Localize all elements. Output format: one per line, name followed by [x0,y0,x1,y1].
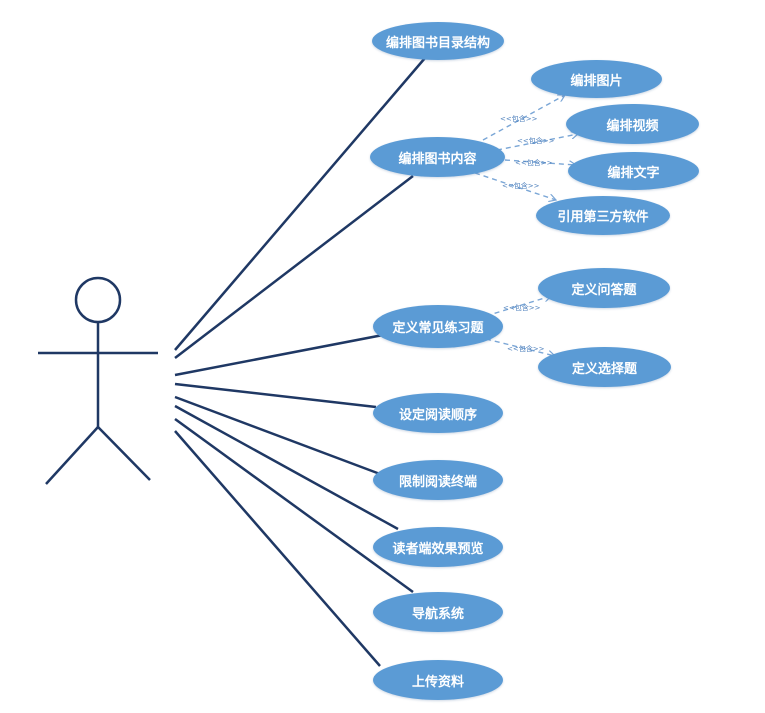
actor-head [74,276,122,324]
use-case-choice[interactable]: 定义选择题 [538,347,671,387]
use-case-reading-order[interactable]: 设定阅读顺序 [373,393,503,433]
use-case-text-label: 编排文字 [607,165,660,181]
actor [38,276,158,485]
include-arrow-video [496,134,578,151]
use-case-preview[interactable]: 读者端效果预览 [373,527,503,567]
include-label-qa: <<包含>> [503,303,541,312]
use-case-upload[interactable]: 上传资料 [373,660,503,700]
actor-right-leg [97,426,151,481]
associations [174,57,426,667]
association-content [174,175,414,359]
include-label-choice: <<包含>> [507,344,545,353]
use-case-toc-label: 编排图书目录结构 [385,35,490,51]
include-labels: <<包含>> <<包含>> <<包含>> <<包含>> <<包含>> <<包含>… [500,114,555,353]
use-case-upload-label: 上传资料 [411,674,464,690]
association-upload [174,430,381,667]
use-case-image-label: 编排图片 [570,73,623,89]
include-label-text: <<包含>> [515,158,553,167]
use-case-navigation[interactable]: 导航系统 [373,592,503,632]
use-case-video-label: 编排视频 [606,118,659,134]
use-case-restrict-terminal[interactable]: 限制阅读终端 [373,460,503,500]
include-arrow-qa [485,296,551,317]
use-case-video[interactable]: 编排视频 [566,104,699,144]
use-case-image[interactable]: 编排图片 [531,60,662,98]
association-preview [174,404,399,531]
use-case-content-label: 编排图书内容 [398,151,477,167]
association-exercises [174,333,384,377]
association-navigation [174,417,414,594]
use-case-choice-label: 定义选择题 [571,361,637,377]
use-case-text[interactable]: 编排文字 [568,152,699,190]
use-case-toc[interactable]: 编排图书目录结构 [372,22,504,60]
include-arrow-text [504,159,576,165]
include-arrow-image [482,95,565,141]
use-case-exercises[interactable]: 定义常见练习题 [373,305,503,348]
include-label-third-party: <<包含>> [502,181,540,190]
use-case-preview-label: 读者端效果预览 [392,541,484,557]
include-arrow-choice [485,338,555,356]
association-toc [174,57,426,351]
include-label-image: <<包含>> [500,114,538,123]
include-relations [474,95,578,356]
use-case-navigation-label: 导航系统 [411,606,464,622]
use-case-qa[interactable]: 定义问答题 [538,268,670,308]
use-case-qa-label: 定义问答题 [571,282,637,298]
actor-left-leg [45,426,99,485]
use-case-exercises-label: 定义常见练习题 [392,321,484,336]
use-case-third-party-label: 引用第三方软件 [557,210,649,225]
use-case-reading-order-label: 设定阅读顺序 [398,407,477,423]
use-case-content[interactable]: 编排图书内容 [370,137,505,177]
association-reading-order [174,382,377,409]
use-case-third-party[interactable]: 引用第三方软件 [536,196,670,235]
association-restrict-terminal [174,395,381,476]
include-label-video: <<包含>> [517,136,555,145]
use-case-restrict-terminal-label: 限制阅读终端 [398,474,477,490]
